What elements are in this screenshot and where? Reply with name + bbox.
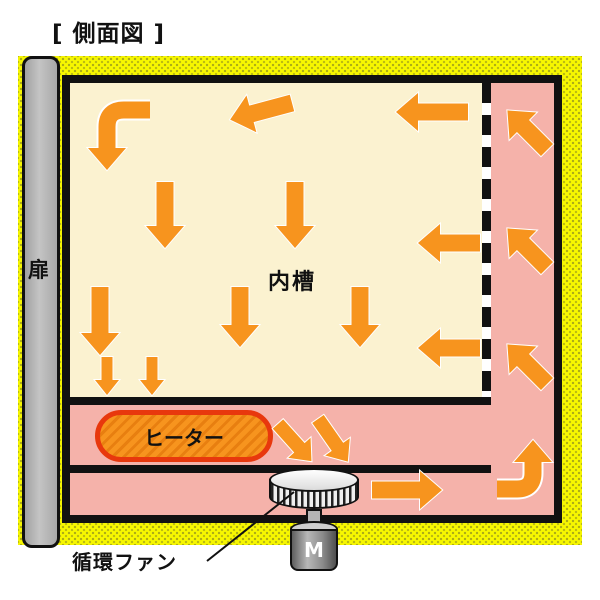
door-label: 扉 [28,258,49,282]
chamber-bottom-wall [70,397,491,405]
motor: M [290,529,338,571]
fan-label: 循環ファン [72,550,177,574]
heater-compartment-wall [70,465,491,473]
inner-chamber [70,83,491,397]
chamber-label: 内槽 [268,270,317,295]
perforated-wall [482,83,491,397]
page-title: [ 側面図 ] [52,21,166,47]
heater: ヒーター [95,410,273,462]
door [22,56,60,548]
circulation-fan-top [269,468,359,492]
motor-label: M [304,538,324,562]
heater-label: ヒーター [144,425,224,450]
